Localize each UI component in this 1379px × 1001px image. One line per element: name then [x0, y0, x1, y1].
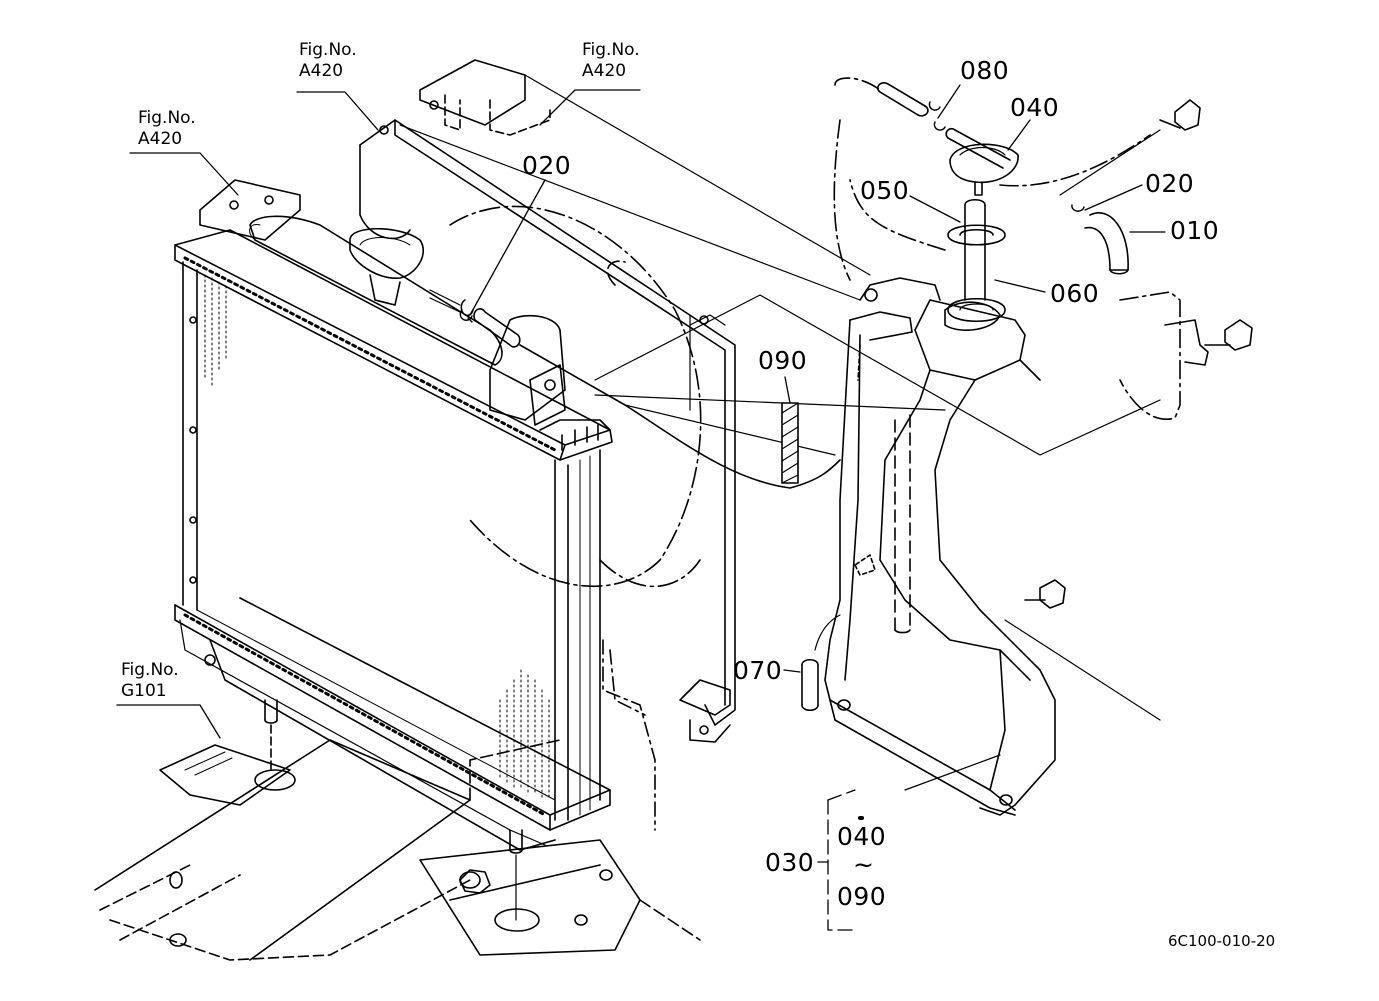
fig-ref-line1: Fig.No. [138, 108, 196, 128]
part-090-decal [781, 402, 799, 484]
fig-ref-line1: Fig.No. [582, 40, 640, 60]
part-label-070: 070 [733, 656, 783, 685]
leader-lines [399, 74, 1161, 791]
part-label-040-range: 040 [837, 822, 887, 851]
range-separator: ~ [853, 850, 875, 879]
part-label-060: 060 [1050, 279, 1100, 308]
fig-ref-line2: A420 [299, 61, 344, 81]
part-label-020-right: 020 [1145, 169, 1195, 198]
radiator [174, 179, 613, 921]
part-label-010: 010 [1170, 216, 1220, 245]
part-060-pipe [947, 198, 1006, 323]
part-070-hose [801, 614, 841, 712]
part-020-clip-left [459, 309, 473, 323]
fig-ref-g101: Fig.No. G101 [121, 660, 179, 702]
fig-ref-line1: Fig.No. [299, 40, 357, 60]
part-050-seal [947, 224, 1006, 246]
bolts [1024, 99, 1253, 609]
part-040-cap [945, 127, 1019, 196]
hose-center [473, 308, 521, 348]
part-label-040: 040 [1010, 93, 1060, 122]
part-010-hose [1071, 204, 1129, 275]
fan-shroud [359, 59, 736, 743]
part-label-090: 090 [758, 346, 808, 375]
fig-ref-a420-top-right: Fig.No. A420 [582, 40, 640, 82]
part-label-020-left: 020 [522, 151, 572, 180]
fig-ref-line2: A420 [582, 61, 627, 81]
part-label-090-range: 090 [837, 882, 887, 911]
fig-ref-a420-left: Fig.No. A420 [138, 108, 196, 150]
drawing-code: 6C100-010-20 [1168, 932, 1276, 950]
fig-ref-line1: Fig.No. [121, 660, 179, 680]
reservoir-tank [824, 77, 1181, 816]
part-label-050: 050 [860, 176, 910, 205]
part-080-hose [876, 82, 946, 131]
reservoir-route-line [519, 344, 841, 489]
fig-ref-line2: A420 [138, 129, 183, 149]
fig-ref-line2: G101 [121, 681, 167, 701]
callout-leaders [116, 84, 1166, 931]
base-frame [94, 639, 701, 961]
fig-ref-a420-top-left: Fig.No. A420 [299, 40, 357, 82]
part-label-030: 030 [765, 848, 815, 877]
part-label-080: 080 [960, 56, 1010, 85]
